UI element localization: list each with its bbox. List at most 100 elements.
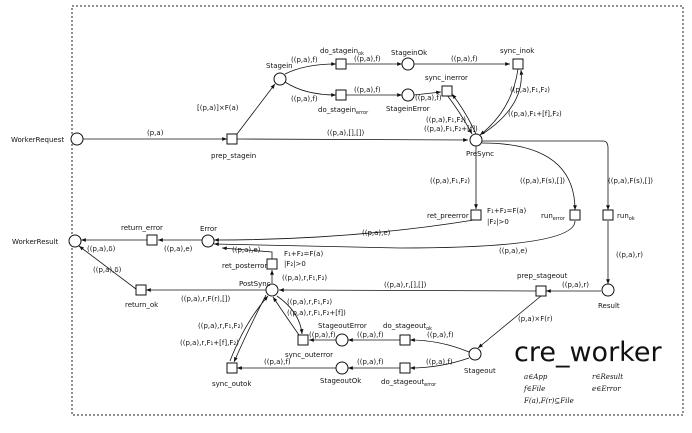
arc-label: ((p,a),r,F₁,F₂) xyxy=(287,298,332,306)
arc-prep-stagein xyxy=(236,83,276,135)
arc-label: ((p,a),r) xyxy=(562,281,589,289)
legend-item: r∈Result xyxy=(592,373,623,381)
arc-sync-inerr-presync xyxy=(446,94,473,135)
transition-run-error xyxy=(569,209,581,221)
place-stagein xyxy=(273,72,287,86)
transition-sync-inok xyxy=(512,58,524,70)
transition-sync-outok xyxy=(226,362,238,374)
arc-label-group: (p,a) [(p,a)]×F(a) ((p,a),f) ((p,a),f) (… xyxy=(87,55,653,366)
legend: a∈App r∈Result f∈File e∈Error F(a),F(r)⊆… xyxy=(523,373,623,405)
legend-item: f∈File xyxy=(523,385,545,393)
place-worker-request xyxy=(70,132,84,146)
diagram-title: cre_worker xyxy=(514,337,662,368)
arc-label: ((p,a),r,[],[]) xyxy=(384,281,427,289)
arc-presync-sync-inok xyxy=(483,69,524,134)
legend-item: e∈Error xyxy=(592,385,621,393)
arc-label: ((p,a),e) xyxy=(362,229,391,237)
label-return-error: return_error xyxy=(121,224,163,232)
place-error xyxy=(201,234,215,248)
label-stageout-error: StageoutError xyxy=(318,322,367,330)
transition-do-stagein-ok xyxy=(335,58,347,70)
transition-ret-preerror xyxy=(470,209,482,221)
transition-sync-inerror xyxy=(441,85,453,97)
label-stagein: Stagein xyxy=(266,62,293,70)
transition-prep-stagein xyxy=(226,133,238,145)
place-presync xyxy=(469,133,483,147)
label-do-stageout-error: do_stageouterror xyxy=(381,378,437,388)
label-do-stagein-error: do_stageinerror xyxy=(318,106,369,116)
arc-label: ((p,a),f) xyxy=(415,94,442,102)
arc-presync-run-ok xyxy=(482,140,610,210)
transition-do-stageout-ok xyxy=(399,334,411,346)
label-sync-outerror: sync_outerror xyxy=(285,351,333,359)
transition-return-error xyxy=(146,234,158,246)
node-labels: WorkerRequest WorkerResult Stagein Stage… xyxy=(11,47,635,388)
arc-label: ((p,a),δ) xyxy=(93,266,122,274)
place-stageout-error xyxy=(335,333,349,347)
transition-sync-outerror xyxy=(297,334,309,346)
arc-label: ((p,a),f) xyxy=(427,331,454,339)
arc-label: ((p,a),e) xyxy=(232,246,261,254)
arc-label: (p,a) xyxy=(147,129,164,137)
place-stageout xyxy=(468,347,482,361)
arc-label: |F₂|>0 xyxy=(487,218,509,226)
transition-run-ok xyxy=(602,209,614,221)
arc-retpost-error xyxy=(221,246,273,259)
label-run-error: runerror xyxy=(541,212,566,222)
label-stageout: Stageout xyxy=(464,367,496,375)
label-worker-request: WorkerRequest xyxy=(11,136,64,144)
arc-label: F₁+F₂=F(a) xyxy=(487,207,526,215)
arc-stagein-do-ok xyxy=(284,62,337,75)
arc-stageout-do-err xyxy=(409,357,470,370)
arc-label: ((p,a),F₁,F₂) xyxy=(510,86,550,94)
label-do-stagein-ok: do_stageinok xyxy=(320,47,364,57)
transition-return-ok xyxy=(135,284,147,296)
place-worker-result xyxy=(68,234,82,248)
arc-label: ((p,a),f) xyxy=(354,55,381,63)
places xyxy=(68,57,615,375)
arc-label: ((p,a),f) xyxy=(451,55,478,63)
transition-do-stagein-error xyxy=(335,89,347,101)
arc-prep-presync xyxy=(236,138,469,142)
arc-label: ((p,a),e) xyxy=(499,247,528,255)
arc-postsync-sync-outerr xyxy=(276,295,304,335)
arc-label: ((p,a),F(s),[]) xyxy=(520,177,565,185)
label-result: Result xyxy=(598,302,620,310)
arc-label: ((p,a),f) xyxy=(426,358,453,366)
arc-label: ((p,a),r,F₁,F₂) xyxy=(198,322,243,330)
label-error: Error xyxy=(200,225,217,233)
arc-label: (p,a)×F(r) xyxy=(518,315,553,323)
arc-label: ((p,a),r) xyxy=(616,251,643,259)
arc-prepout-stageout xyxy=(477,295,542,349)
transition-ret-posterror xyxy=(266,258,278,270)
label-sync-inerror: sync_inerror xyxy=(425,74,468,82)
label-prep-stagein: prep_stagein xyxy=(211,152,256,160)
arc-label: F₁+F₂=F(a) xyxy=(284,250,323,258)
arc-stageinerr-sync-inerr xyxy=(413,90,442,96)
transitions xyxy=(135,58,614,374)
label-sync-inok: sync_inok xyxy=(500,47,535,55)
legend-item: F(a),F(r)⊆File xyxy=(523,397,574,405)
arc-label: ((p,a),f) xyxy=(357,331,384,339)
arc-label: ((p,a),f) xyxy=(354,86,381,94)
arc-label: ((p,a),F(s),[]) xyxy=(608,177,653,185)
arc-label: ((p,a),δ) xyxy=(87,245,116,253)
arcs xyxy=(78,62,610,370)
legend-item: a∈App xyxy=(524,373,548,381)
arc-label: ((p,a),[],[]) xyxy=(327,129,365,137)
arc-label: ((p,a),f) xyxy=(291,56,318,64)
transition-do-stageout-error xyxy=(399,362,411,374)
arc-presync-sync-inerr xyxy=(451,93,477,135)
label-do-stageout-ok: do_stageoutok xyxy=(383,322,432,332)
arc-label: ((p,a),f) xyxy=(357,358,384,366)
diagram-frame xyxy=(71,5,684,416)
label-stageout-ok: StageoutOk xyxy=(320,377,362,385)
label-stagein-ok: StageinOk xyxy=(391,49,428,57)
place-stagein-error xyxy=(401,88,415,102)
arc-sync-outok-postsync xyxy=(229,295,269,362)
arc-return-ok-result xyxy=(78,245,137,290)
arc-label: |F₂|>0 xyxy=(284,260,306,268)
arc-label: ((p,a),r,F₁,F₂) xyxy=(282,274,327,282)
arc-label: [(p,a)]×F(a) xyxy=(197,104,239,112)
label-ret-posterror: ret_posterror xyxy=(222,262,267,270)
